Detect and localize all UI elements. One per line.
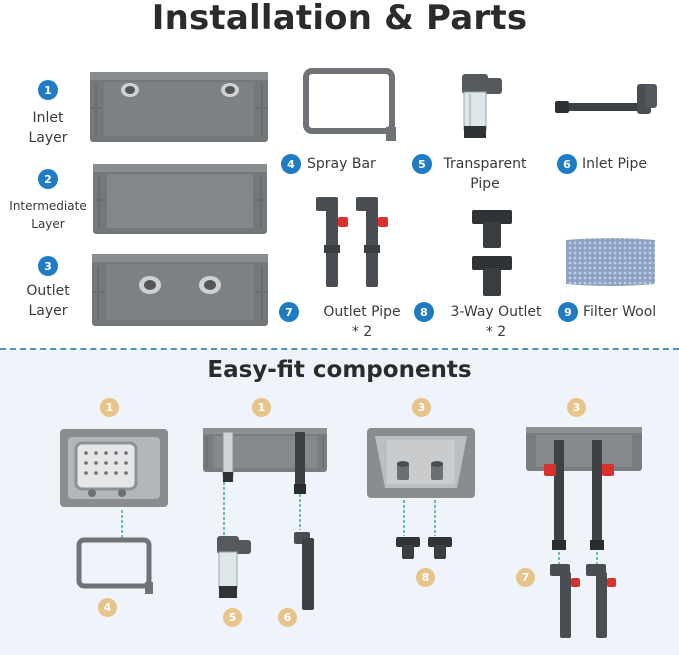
page-title: Installation & Parts	[151, 0, 528, 38]
part-5-label-line2: Pipe	[470, 176, 500, 192]
guide-line-6	[558, 552, 560, 566]
easyfit-badge-1a: 1	[100, 398, 119, 417]
easyfit-badge-4: 4	[98, 598, 117, 617]
easyfit-badge-5: 5	[223, 608, 242, 627]
part-7-label-line1: Outlet Pipe	[323, 304, 401, 320]
easyfit-badge-3a: 3	[412, 398, 431, 417]
easyfit-badge-8: 8	[416, 568, 435, 587]
outlet-pipe-small-pair-icon	[550, 564, 616, 638]
part-3-badge: 3	[38, 256, 58, 276]
part-8-badge: 8	[414, 302, 434, 322]
3-way-outlet-pair-icon	[472, 210, 512, 296]
spray-bar-small-icon	[76, 537, 153, 594]
filter-wool-icon	[566, 238, 655, 286]
part-1-label: Inlet Layer	[18, 108, 78, 148]
inlet-tray-pipe-right-icon	[294, 432, 306, 494]
guide-line-7	[596, 552, 598, 566]
part-2-label-line1: Intermediate	[9, 199, 87, 213]
guide-line-4	[403, 500, 405, 536]
spray-bar-icon	[303, 68, 396, 141]
transparent-pipe-icon	[462, 74, 502, 138]
section-subtitle: Easy-fit components	[207, 357, 472, 383]
part-8-label-line2: * 2	[485, 324, 507, 340]
inlet-tray-pipe-left-icon	[222, 431, 234, 482]
guide-line-5	[434, 500, 436, 536]
part-4-badge: 4	[281, 154, 301, 174]
outlet-tray-top-view-icon	[367, 428, 475, 498]
inlet-pipe-small-icon	[294, 532, 314, 610]
part-4-label: Spray Bar	[307, 156, 376, 172]
intermediate-layer-tray-icon	[93, 164, 267, 234]
part-9-badge: 9	[558, 302, 578, 322]
easyfit-badge-6: 6	[278, 608, 297, 627]
easyfit-badge-3b: 3	[567, 398, 586, 417]
part-8-label-line1: 3-Way Outlet	[450, 304, 542, 320]
part-2-label-line2: Layer	[31, 217, 65, 231]
part-1-label-line1: Inlet	[32, 110, 64, 126]
easyfit-badge-1b: 1	[252, 398, 271, 417]
part-5-label: Transparent Pipe	[434, 154, 536, 194]
part-9-label: Filter Wool	[583, 304, 657, 320]
section-divider	[0, 348, 679, 350]
part-2-badge: 2	[38, 169, 58, 189]
outlet-tray-pipes-icon	[544, 440, 614, 550]
part-5-badge: 5	[412, 154, 432, 174]
guide-line-2	[223, 482, 225, 536]
part-7-label-line2: * 2	[351, 324, 373, 340]
guide-line-3	[299, 494, 301, 530]
part-7-label: Outlet Pipe * 2	[312, 302, 412, 342]
part-6-label: Inlet Pipe	[582, 156, 647, 172]
part-2-label: Intermediate Layer	[2, 197, 94, 233]
outlet-pipe-pair-icon	[316, 197, 388, 287]
part-7-badge: 7	[279, 302, 299, 322]
inlet-layer-tray-icon	[90, 72, 268, 142]
guide-line-1	[121, 510, 123, 538]
outlet-layer-tray-icon	[92, 254, 268, 326]
part-3-label-line1: Outlet	[26, 283, 70, 299]
inlet-tray-top-view-icon	[60, 429, 168, 507]
part-8-label: 3-Way Outlet * 2	[440, 302, 552, 342]
inlet-pipe-icon	[555, 84, 657, 114]
part-6-badge: 6	[557, 154, 577, 174]
part-3-label: Outlet Layer	[18, 281, 78, 321]
part-1-label-line2: Layer	[28, 130, 68, 146]
part-1-badge: 1	[38, 80, 58, 100]
easyfit-badge-7: 7	[516, 568, 535, 587]
part-5-label-line1: Transparent	[443, 156, 527, 172]
part-3-label-line2: Layer	[28, 303, 68, 319]
3-way-outlet-small-icon	[396, 537, 452, 559]
transparent-pipe-small-icon	[217, 536, 251, 598]
